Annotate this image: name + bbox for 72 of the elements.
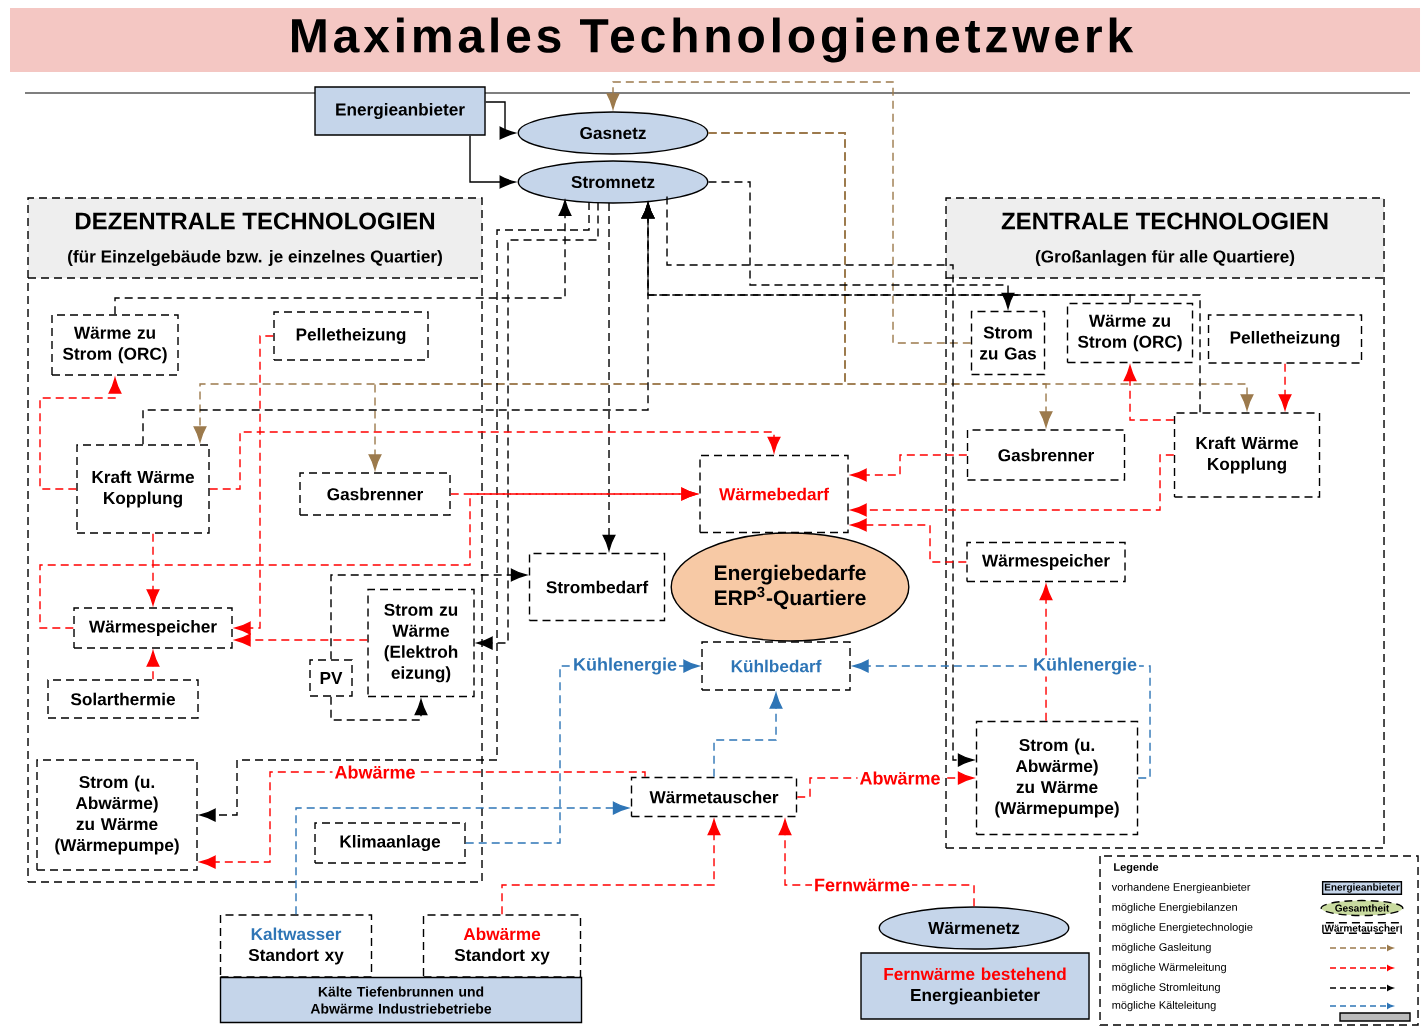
connector-arrow xyxy=(295,801,629,915)
legend-entry: mögliche Energiebilanzen xyxy=(1112,902,1237,914)
provider-box: Fernwärme bestehend Energieanbieter xyxy=(860,952,1090,1020)
demand-box: Kühlbedarf xyxy=(701,641,851,691)
connector-arrow xyxy=(666,195,974,767)
edge-label: Abwärme xyxy=(332,763,418,781)
legend-title: Legende xyxy=(1114,862,1159,874)
technology-box: Strom zu Wärme (Elektroh eizung) xyxy=(367,588,475,698)
connector-arrow xyxy=(39,487,698,629)
connector-arrow xyxy=(114,200,572,315)
connector-arrow xyxy=(1039,584,1053,722)
technology-box: Pelletheizung xyxy=(273,311,429,361)
legend-entry: vorhandene Energieanbieter xyxy=(1111,882,1251,894)
technology-box: Pelletheizung xyxy=(1207,314,1363,364)
connector-arrow xyxy=(501,819,721,915)
demand-box: Strombedarf xyxy=(528,552,666,622)
connector-arrow xyxy=(485,101,516,140)
connector-arrow xyxy=(713,692,783,778)
connector-arrow xyxy=(606,81,972,344)
legend-sample: Gesamtheit xyxy=(1320,899,1404,917)
technology-box: Strom zu Gas xyxy=(970,310,1046,376)
connector-arrow xyxy=(602,202,616,551)
connector-arrow xyxy=(707,132,1254,411)
connector-arrow xyxy=(39,377,122,490)
connector-arrow xyxy=(850,518,968,563)
connector-arrow xyxy=(1278,363,1292,411)
technology-box: Wärmetauscher xyxy=(630,776,798,818)
technology-box: Wärme zu Strom (ORC) xyxy=(1066,302,1194,364)
source-box: Abwärme Standort xy xyxy=(422,914,582,978)
technology-box: Kraft Wärme Kopplung xyxy=(76,444,210,534)
source-band: Kälte Tiefenbrunnen und Abwärme Industriebetriebe xyxy=(219,976,583,1024)
legend-entry: mögliche Stromleitung xyxy=(1112,982,1220,994)
technology-box: Strom (u. Abwärme) zu Wärme (Wärmepumpe) xyxy=(975,720,1139,836)
connector-arrow xyxy=(234,335,274,635)
edge-label: Fernwärme xyxy=(812,876,913,894)
technology-box: Wärme zu Strom (ORC) xyxy=(51,314,179,376)
connector-arrow xyxy=(209,431,781,490)
technology-box: PV xyxy=(309,659,353,697)
legend-entry: mögliche Kälteleitung xyxy=(1112,1000,1216,1012)
connector-arrow xyxy=(199,201,590,822)
legend-entry: mögliche Wärmeleitung xyxy=(1112,962,1226,974)
technology-box: Solarthermie xyxy=(47,679,199,719)
connector-arrow xyxy=(707,181,1015,309)
technology-box: Klimaanlage xyxy=(314,822,466,864)
technology-box: Kraft Wärme Kopplung xyxy=(1173,412,1321,498)
connector-arrow xyxy=(469,135,516,189)
connector-arrow xyxy=(234,633,368,647)
connector-arrow xyxy=(1123,365,1175,421)
title-banner: Maximales Technologienetzwerk xyxy=(10,8,1420,72)
legend-sample: Wärmetauscher xyxy=(1322,922,1402,934)
technology-box: Gasbrenner xyxy=(299,472,451,516)
legend-entry: mögliche Gasleitung xyxy=(1112,942,1211,954)
edge-label: Kühlenergie xyxy=(571,655,679,677)
legend-sample: Energieanbieter xyxy=(1321,881,1403,895)
edge-label: Abwärme xyxy=(857,769,943,787)
edge-label: Kühlenergie xyxy=(1031,655,1139,677)
connector-arrow xyxy=(146,533,160,606)
connector-arrow xyxy=(146,650,160,680)
technology-box: Wärmespeicher xyxy=(73,607,233,649)
source-box: Kaltwasser Standort xy xyxy=(219,914,373,978)
connector-arrow xyxy=(330,568,527,660)
demand-box: Wärmebedarf xyxy=(699,454,849,534)
connector-arrow xyxy=(850,454,1175,517)
connector-arrow xyxy=(850,454,968,482)
connector-arrow xyxy=(330,696,428,721)
connector-arrow xyxy=(476,201,599,650)
provider-box: Energieanbieter xyxy=(314,86,486,136)
technology-box: Wärmespeicher xyxy=(966,541,1126,583)
legend-entry: mögliche Energietechnologie xyxy=(1112,922,1253,934)
connector-arrow xyxy=(641,202,1131,304)
technology-box: Gasbrenner xyxy=(966,429,1126,481)
technology-box: Strom (u. Abwärme) zu Wärme (Wärmepumpe) xyxy=(36,759,198,871)
